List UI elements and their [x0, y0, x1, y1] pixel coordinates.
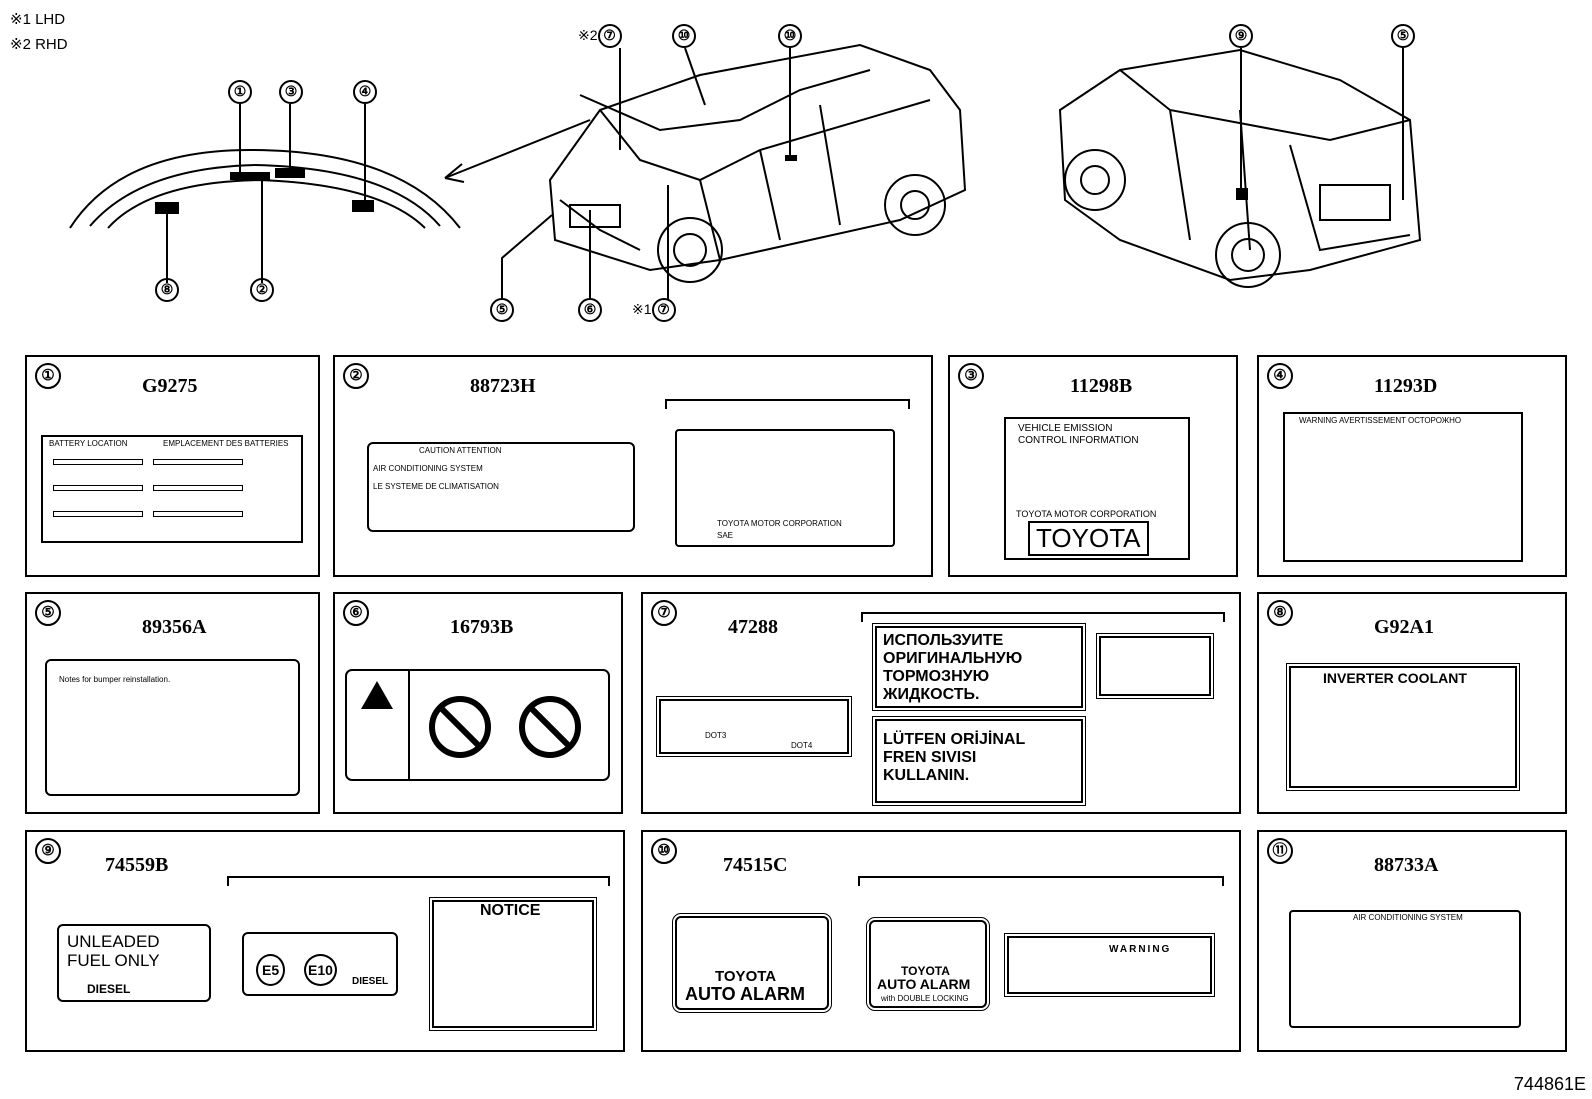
auto-alarm-label: TOYOTA AUTO ALARM: [672, 913, 832, 1013]
panel-number: ⑤: [35, 600, 61, 626]
warning-triangle-icon: [361, 681, 393, 709]
part-number: G92A1: [1374, 616, 1434, 638]
part-number: 88733A: [1374, 854, 1439, 876]
label-panel-10: ⑩ 74515C TOYOTA AUTO ALARM TOYOTA AUTO A…: [641, 830, 1241, 1052]
panel-number: ①: [35, 363, 61, 389]
callout-5-front: ⑤: [490, 298, 514, 322]
panel-number: ⑨: [35, 838, 61, 864]
part-number: G9275: [142, 375, 198, 397]
vehicle-overview-diagram: [69, 43, 1422, 300]
inverter-coolant-label: INVERTER COOLANT: [1286, 663, 1520, 791]
label-panel-5: ⑤ 89356A Notes for bumper reinstallation…: [25, 592, 320, 814]
part-number: 11298B: [1070, 375, 1133, 397]
panel-number: ④: [1267, 363, 1293, 389]
ac-caution-label: CAUTION ATTENTION AIR CONDITIONING SYSTE…: [367, 442, 635, 532]
note-rhd: ※2 RHD: [10, 36, 68, 53]
ac-system-label: AIR CONDITIONING SYSTEM: [1289, 910, 1521, 1028]
part-number: 88723H: [470, 375, 536, 397]
part-number: 74559B: [105, 854, 169, 876]
ac-caution-label-variant: TOYOTA MOTOR CORPORATION SAE: [675, 429, 895, 547]
battery-location-label: BATTERY LOCATION EMPLACEMENT DES BATTERI…: [41, 435, 303, 543]
note-lhd: ※1 LHD: [10, 11, 66, 28]
auto-alarm-double-locking-label: TOYOTA AUTO ALARM with DOUBLE LOCKING: [866, 917, 990, 1011]
label-panel-11: ⑪ 88733A AIR CONDITIONING SYSTEM: [1257, 830, 1567, 1052]
figure-code: 744861E: [1513, 1074, 1586, 1094]
callout-8: ⑧: [155, 278, 179, 302]
rear-car-outline: [1058, 48, 1422, 288]
radiator-cap-warning-label: [345, 669, 610, 781]
variant-bracket: [861, 612, 1225, 622]
front-car-outline: [548, 43, 967, 283]
emission-control-label: VEHICLE EMISSION CONTROL INFORMATION TOY…: [1004, 417, 1190, 560]
label-panel-3: ③ 11298B VEHICLE EMISSION CONTROL INFORM…: [948, 355, 1238, 577]
callout-2: ②: [250, 278, 274, 302]
panel-number: ③: [958, 363, 984, 389]
part-number: 89356A: [142, 616, 207, 638]
label-panel-2: ② 88723H CAUTION ATTENTION AIR CONDITION…: [333, 355, 933, 577]
brake-fluid-label: DOT3 DOT4: [656, 696, 852, 757]
panel-number: ②: [343, 363, 369, 389]
direction-arrow: [444, 119, 591, 179]
callout-6: ⑥: [578, 298, 602, 322]
fuel-type-label: E5 E10 DIESEL: [242, 932, 398, 996]
variant-bracket: [858, 876, 1224, 886]
callout-5-rear: ⑤: [1391, 24, 1415, 48]
label-panel-4: ④ 11293D WARNING AVERTISSEMENT OСТОРОЖНО: [1257, 355, 1567, 577]
part-number: 16793B: [450, 616, 514, 638]
part-number: 74515C: [723, 854, 788, 876]
label-panel-1: ① G9275 BATTERY LOCATION EMPLACEMENT DES…: [25, 355, 320, 577]
brake-fluid-label-small: [1096, 633, 1214, 699]
panel-number: ⑥: [343, 600, 369, 626]
warning-lock-label: WARNING: [1004, 933, 1215, 997]
hood-underside-outline: [69, 148, 461, 229]
part-number: 47288: [728, 616, 778, 638]
panel-number: ⑩: [651, 838, 677, 864]
callout-4: ④: [353, 80, 377, 104]
callout-3: ③: [279, 80, 303, 104]
label-panel-8: ⑧ G92A1 INVERTER COOLANT: [1257, 592, 1567, 814]
callout-9: ⑨: [1229, 24, 1253, 48]
callout-10-a: ⑩: [672, 24, 696, 48]
warning-label: WARNING AVERTISSEMENT OСТОРОЖНО: [1283, 412, 1523, 562]
part-number: 11293D: [1374, 375, 1438, 397]
variant-bracket: [665, 399, 910, 409]
callout-1: ①: [228, 80, 252, 104]
panel-number: ⑦: [651, 600, 677, 626]
callout-10-b: ⑩: [778, 24, 802, 48]
notice-label: NOTICE: [429, 897, 597, 1031]
bumper-note-label: Notes for bumper reinstallation.: [45, 659, 300, 796]
panel-number: ⑪: [1267, 838, 1293, 864]
label-panel-6: ⑥ 16793B: [333, 592, 623, 814]
panel-number: ⑧: [1267, 600, 1293, 626]
variant-bracket: [227, 876, 610, 886]
